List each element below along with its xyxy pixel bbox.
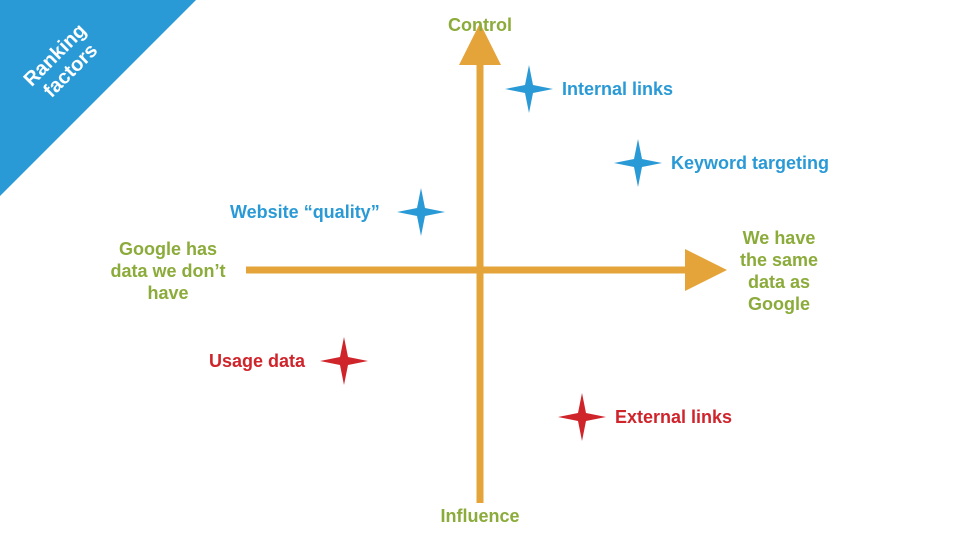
star-icon-internal-links <box>505 65 553 113</box>
corner-banner: Ranking factors <box>0 0 200 200</box>
item-label-keyword-targeting: Keyword targeting <box>671 153 830 173</box>
item-label-website-quality: Website “quality” <box>230 202 380 222</box>
star-icon-external-links <box>558 393 606 441</box>
item-label-external-links: External links <box>615 407 733 427</box>
axis-label-top: Control <box>448 15 512 35</box>
item-label-usage-data: Usage data <box>209 351 306 371</box>
star-icon-keyword-targeting <box>614 139 662 187</box>
axis-label-bottom: Influence <box>440 506 520 526</box>
star-icon-website-quality <box>397 188 445 236</box>
axis-label-right: We have the same data as Google <box>739 228 819 314</box>
star-icon-usage-data <box>320 337 368 385</box>
banner-triangle <box>0 0 196 196</box>
item-label-internal-links: Internal links <box>562 79 674 99</box>
axis-label-left: Google has data we don’t have <box>110 239 226 303</box>
